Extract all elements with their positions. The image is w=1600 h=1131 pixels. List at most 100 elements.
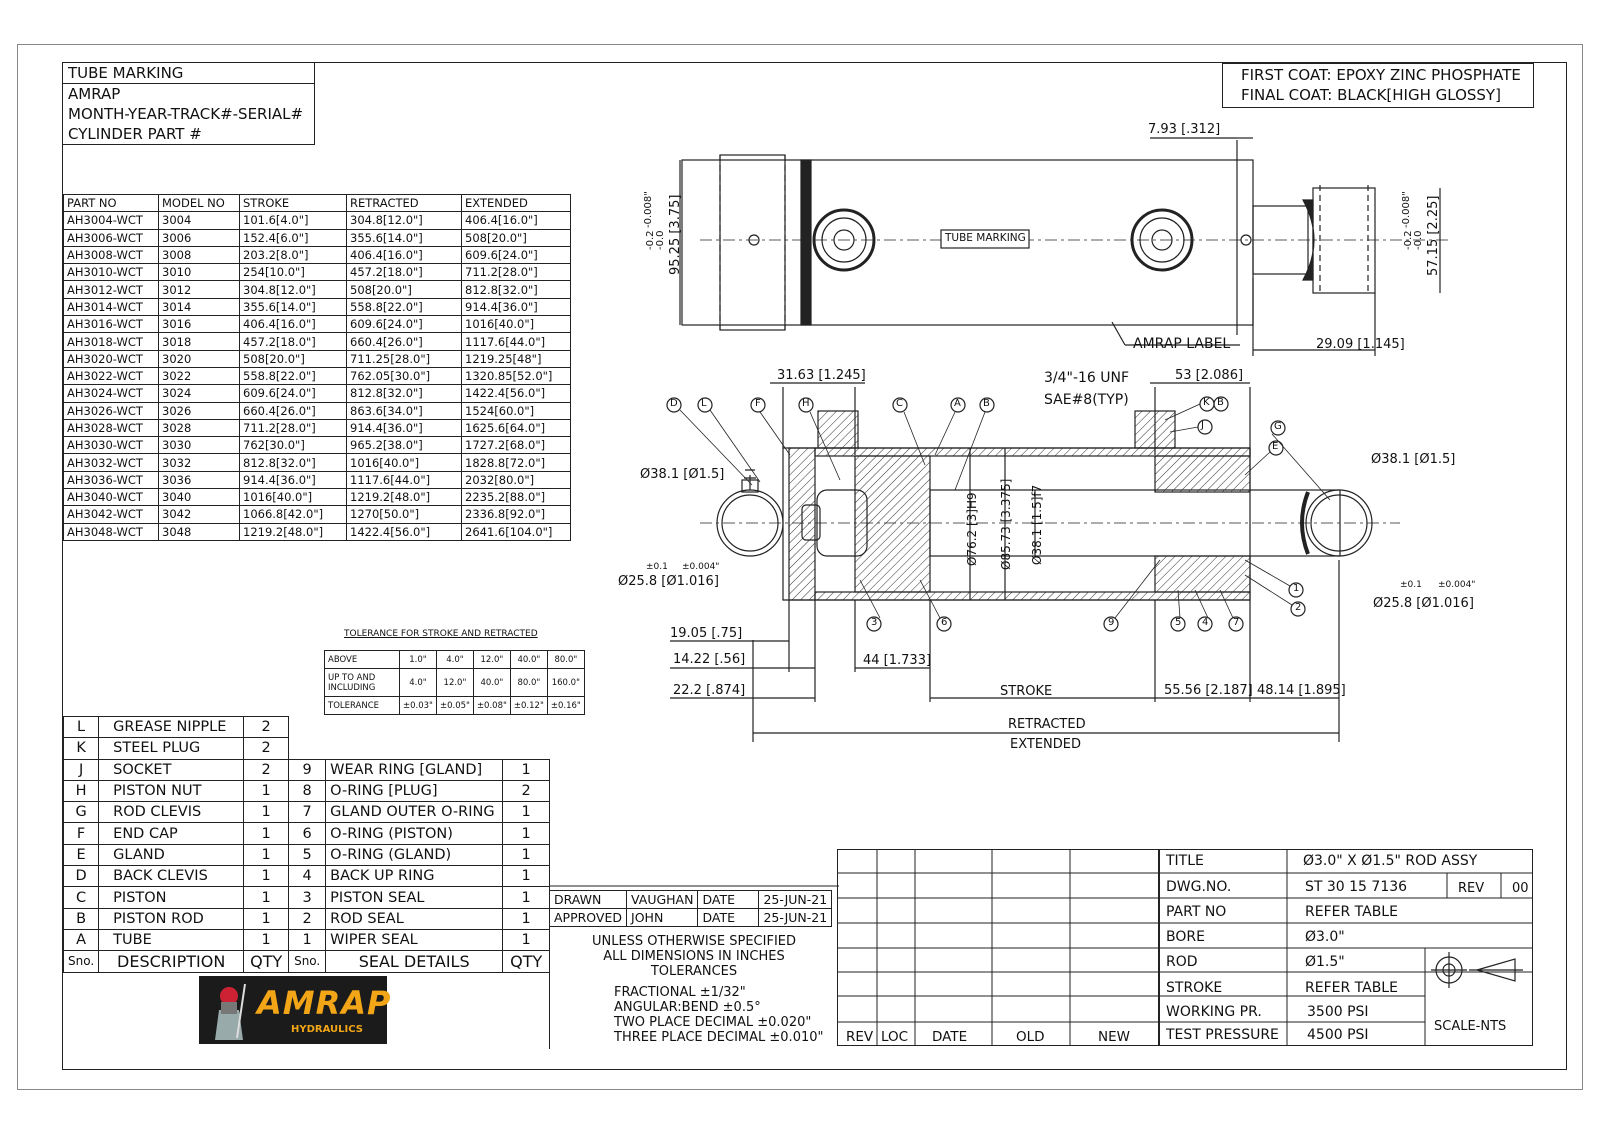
table-cell: 558.8[22.0"] <box>239 366 347 386</box>
note-line: TOLERANCES <box>650 964 738 979</box>
table-cell: 609.6[24.0"] <box>461 245 571 265</box>
table-cell: 1016[40.0"] <box>346 453 462 472</box>
table-cell: AH3036-WCT <box>63 470 159 490</box>
dim-tol-008: -0.008" <box>643 191 654 228</box>
bom-cell <box>289 738 326 759</box>
tol-01-left: ±0.1 <box>646 562 668 572</box>
balloon-j: J <box>1201 420 1204 431</box>
table-cell: 812.8[32.0"] <box>239 453 347 472</box>
table-cell: 101.6[4.0"] <box>239 211 347 230</box>
scale-note: SCALE-NTS <box>1434 1019 1507 1034</box>
coat-box: FIRST COAT: EPOXY ZINC PHOSPHATE FINAL C… <box>1222 63 1534 108</box>
dim-25-8-left: Ø25.8 [Ø1.016] <box>618 574 719 589</box>
bom-cell: 1 <box>243 886 290 909</box>
note-line: TWO PLACE DECIMAL ±0.020" <box>614 1015 812 1030</box>
bom-cell: 9 <box>288 758 327 781</box>
table-cell: 3016 <box>158 315 240 334</box>
table-cell: 660.4[26.0"] <box>346 332 462 351</box>
table-cell: 965.2[38.0"] <box>346 436 462 455</box>
balloon-b2: B <box>1217 397 1224 408</box>
title-block-grid <box>1159 849 1533 1046</box>
tolerance-cell: 4.0" <box>435 650 474 669</box>
warrior-icon <box>215 983 246 1040</box>
table-cell: 355.6[14.0"] <box>346 228 462 247</box>
dim-tol-008-right: -0.008" <box>1401 191 1412 228</box>
block-divider <box>549 885 839 1049</box>
dim-55-56: 55.56 [2.187] <box>1164 683 1253 698</box>
stroke-value: REFER TABLE <box>1305 980 1398 996</box>
table-cell: AH3006-WCT <box>63 228 159 247</box>
balloon-l: L <box>701 398 707 409</box>
title-value: Ø3.0" X Ø1.5" ROD ASSY <box>1303 853 1478 869</box>
tolerance-title: TOLERANCE FOR STROKE AND RETRACTED <box>344 629 538 639</box>
bom-cell: GREASE NIPPLE <box>98 715 245 739</box>
table-cell: 762[30.0"] <box>239 436 347 455</box>
table-cell: 3040 <box>158 488 240 507</box>
dim-38-1-left: Ø38.1 [Ø1.5] <box>640 467 725 482</box>
tolerance-cell: 40.0" <box>472 668 511 697</box>
table-cell: 304.8[12.0"] <box>239 280 347 299</box>
tube-marking-line: CYLINDER PART # <box>63 124 315 145</box>
old-col-label: OLD <box>1016 1029 1045 1045</box>
tolerance-cell: ±0.16" <box>546 696 585 715</box>
table-cell: 711.2[28.0"] <box>461 263 571 282</box>
bore-value: Ø3.0" <box>1305 929 1345 945</box>
table-cell: 914.4[36.0"] <box>346 418 462 438</box>
bom-cell: PISTON SEAL <box>325 886 504 909</box>
bom-cell: BACK CLEVIS <box>98 865 245 888</box>
tolerance-cell: UP TO AND INCLUDING <box>324 668 400 697</box>
title-label: TITLE <box>1166 853 1204 869</box>
balloon-f: F <box>755 398 761 409</box>
sae-callout: SAE#8(TYP) <box>1044 392 1129 408</box>
bom-cell: F <box>62 822 100 845</box>
bom-cell: 2 <box>243 715 290 739</box>
table-cell: AH3016-WCT <box>63 315 159 334</box>
projection-symbol <box>1431 952 1523 988</box>
bom-cell: 1 <box>243 928 290 952</box>
table-cell: 406.4[16.0"] <box>239 315 347 334</box>
bom-cell: BACK UP RING <box>325 865 504 888</box>
bom-cell: 7 <box>288 801 327 824</box>
bom-header: DESCRIPTION <box>98 950 245 973</box>
table-cell: AH3024-WCT <box>63 384 159 403</box>
balloon-d: D <box>670 398 678 409</box>
bom-header: Sno. <box>288 950 327 973</box>
rod-value: Ø1.5" <box>1305 954 1345 970</box>
dim-od: Ø85.73 [3.375] <box>999 478 1013 570</box>
bom-cell: D <box>62 865 100 888</box>
balloon-a: A <box>954 398 961 409</box>
bom-cell: 2 <box>243 737 290 760</box>
bom-cell: 1 <box>502 865 551 888</box>
table-cell: AH3012-WCT <box>63 280 159 299</box>
bom-cell: ROD SEAL <box>325 907 504 930</box>
bom-cell: A <box>62 928 100 952</box>
table-cell: 2641.6[104.0"] <box>461 522 571 541</box>
tolerance-row: TOLERANCE±0.03"±0.05"±0.08"±0.12"±0.16" <box>324 696 585 715</box>
table-cell: 3036 <box>158 470 240 490</box>
table-cell: 1117.6[44.0"] <box>461 332 571 351</box>
table-cell: 762.05[30.0"] <box>346 366 462 386</box>
table-cell: AH3040-WCT <box>63 488 159 507</box>
table-cell: 1117.6[44.0"] <box>346 470 462 490</box>
table-header: RETRACTED <box>346 193 462 213</box>
note-line: ALL DIMENSIONS IN INCHES <box>603 949 785 964</box>
bom-cell: 1 <box>502 928 551 952</box>
table-cell: AH3004-WCT <box>63 211 159 230</box>
table-cell: 3022 <box>158 366 240 386</box>
table-cell: AH3022-WCT <box>63 366 159 386</box>
loc-col-label: LOC <box>881 1029 909 1045</box>
sheet-border <box>17 44 1583 1090</box>
table-cell: 3014 <box>158 297 240 317</box>
rev-label: REV <box>1458 881 1485 896</box>
dim-38-1-right: Ø38.1 [Ø1.5] <box>1371 452 1456 467</box>
dim-rod: Ø38.1 [1.5]f7 <box>1030 484 1044 565</box>
dim-48-14: 48.14 [1.895] <box>1257 683 1346 698</box>
